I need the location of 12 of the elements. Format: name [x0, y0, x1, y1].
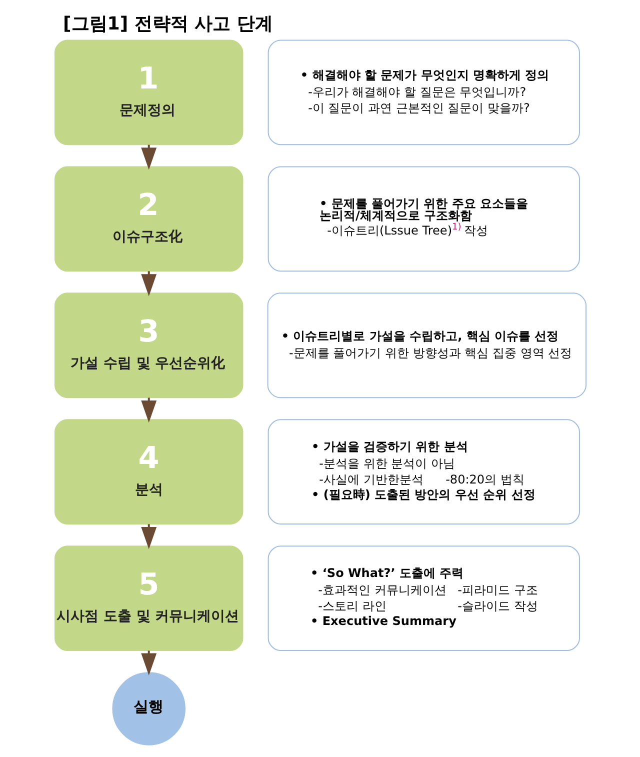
node-box: 3 가설 수립 및 우선순위化: [54, 292, 243, 398]
node-box: • 이슈트리별로 가설을 수립하고, 핵심 이슈를 선정 -문제를 풀어가기 위한 방향성과 핵심 집중 영역 선정: [266, 292, 586, 398]
node-box: • 문제를 풀어가기 위한 주요 요소들을 논리적/체계적으로 구조화함 -이슈트리(Lssue Tree)$^{1)}$ 작성: [267, 166, 580, 272]
node-box: • ‘So What?’ 도출에 주력 -효과적인 커뮤니케이션 -피라미드 구조 -스토리 라인 -슬라이드 작성 • Executive Summary: [267, 546, 580, 652]
node-box: 1 문제정의: [54, 40, 243, 146]
node-box: 5 시사점 도출 및 커뮤니케이션: [54, 546, 243, 652]
node-box: 2 이슈구조化: [54, 166, 243, 272]
node-box: 4 분석: [54, 419, 243, 525]
node-box: • 해결해야 할 문제가 무엇인지 명확하게 정의 -우리가 해결해야 할 질문은 무엇입니까? -이 질문이 과연 근본적인 질문이 맞을까?: [267, 40, 580, 146]
node-box: • 가설을 검증하기 위한 분석 -분석을 위한 분석이 아님 -사실에 기반한분석 -80:20의 법칙 • (필요時) 도출된 방안의 우선 순위 선정: [267, 419, 580, 525]
node-circle: 실행: [112, 672, 185, 746]
diagram-title: [그림1] 전략적 사고 단계: [62, 14, 272, 35]
